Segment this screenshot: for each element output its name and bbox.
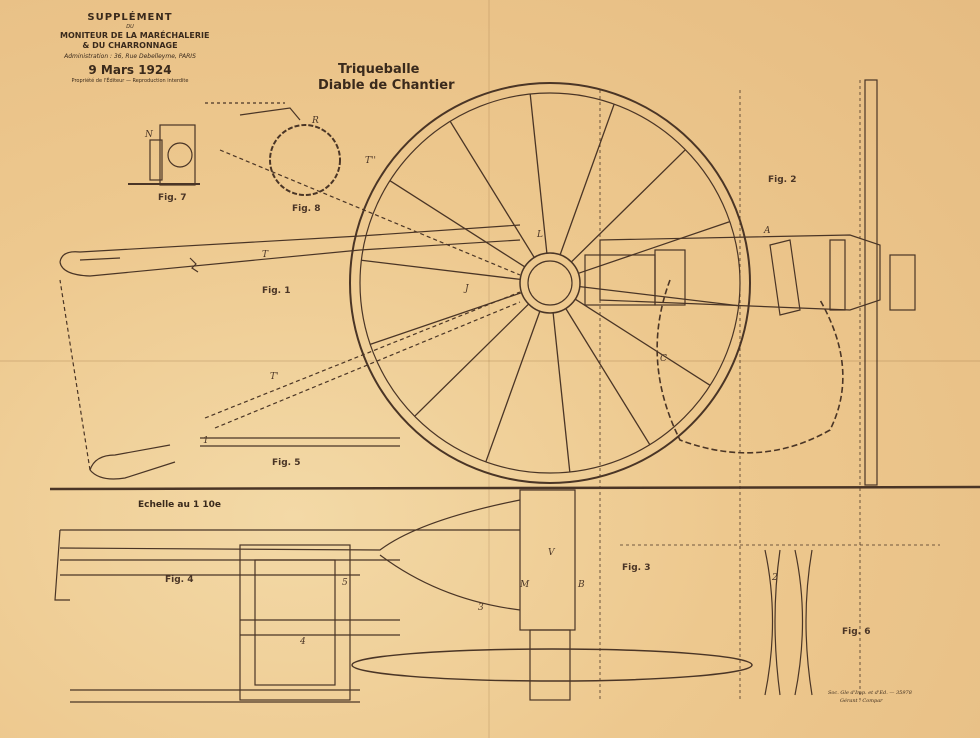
wheel-spoke <box>565 308 651 446</box>
wheel-spoke <box>559 103 615 255</box>
title-line2: Diable de Chantier <box>318 78 455 93</box>
label-n: N <box>145 130 153 140</box>
tongue-lowered <box>59 149 521 471</box>
fig7-label: Fig. 7 <box>158 193 187 203</box>
wheel-spoke <box>485 311 541 463</box>
label-t-double: T'' <box>365 156 376 166</box>
journal-name-line1: MONITEUR DE LA MARÉCHALERIE <box>60 31 210 40</box>
supplement-label: SUPPLÉMENT <box>87 12 173 23</box>
label-5: 5 <box>342 578 348 588</box>
fig4-label: Fig. 4 <box>165 575 194 585</box>
latch-fig7 <box>128 124 200 186</box>
du-label: DU <box>126 24 134 30</box>
label-m: M <box>520 580 530 590</box>
fig1-label: Fig. 1 <box>262 286 291 296</box>
label-v: V <box>548 548 555 558</box>
label-l: L <box>537 230 543 240</box>
chain <box>656 279 844 454</box>
fig5-label: Fig. 5 <box>272 458 301 468</box>
wheel-spoke <box>361 259 521 281</box>
label-c: C <box>660 354 667 364</box>
wheel-spoke <box>389 180 526 268</box>
hook-fig5 <box>89 437 400 480</box>
wheel-spoke <box>369 292 522 345</box>
paper-fold-vertical <box>488 0 490 738</box>
label-t: T <box>262 250 269 260</box>
ground-line <box>49 485 980 491</box>
large-wheel <box>349 82 751 484</box>
scale-label: Echelle au 1 10e <box>138 500 222 510</box>
wheel-spoke <box>579 285 739 307</box>
label-t-prime: T' <box>270 372 279 382</box>
fig3-label: Fig. 3 <box>622 563 651 573</box>
address-line: Administration : 36, Rue Debelleyme, PAR… <box>64 53 196 60</box>
label-3: 3 <box>478 603 484 613</box>
wheel-spoke <box>449 120 535 258</box>
label-4: 4 <box>300 637 306 647</box>
label-1: 1 <box>203 436 209 446</box>
wheel-spoke <box>414 303 530 417</box>
fig2-label: Fig. 2 <box>768 175 797 185</box>
wheel-spoke <box>578 221 731 274</box>
label-b: B <box>578 580 585 590</box>
frame-fig4 <box>54 529 400 703</box>
imprint-line1: Soc. Gle d'Imp. et d'Ed. — 35978 <box>828 690 912 696</box>
journal-name-line2: & DU CHARRONNAGE <box>82 41 178 50</box>
construction-lines <box>599 80 940 700</box>
wheel-spoke <box>529 93 548 254</box>
pole-fig1 <box>59 224 521 277</box>
wheel-spoke <box>570 149 686 263</box>
fig6-label: Fig. 6 <box>842 627 871 637</box>
issue-date: 9 Mars 1924 <box>88 63 172 77</box>
plan-view-fig3 <box>59 489 753 701</box>
title-line1: Triqueballe <box>338 62 420 77</box>
fig8-label: Fig. 8 <box>292 204 321 214</box>
wheel-spoke <box>574 298 711 386</box>
rights-notice: Propriété de l'Éditeur — Reproduction in… <box>71 78 189 84</box>
label-a: A <box>764 226 771 236</box>
ratchet-fig8 <box>205 102 341 196</box>
paper-fold-horizontal <box>0 360 980 362</box>
wheel-spoke <box>552 312 571 473</box>
label-r: R <box>312 116 319 126</box>
label-2: 2 <box>772 573 778 583</box>
label-j: J <box>465 284 469 294</box>
springs-fig6 <box>764 549 813 696</box>
imprint-line2: Gérant : Compar <box>840 698 883 704</box>
